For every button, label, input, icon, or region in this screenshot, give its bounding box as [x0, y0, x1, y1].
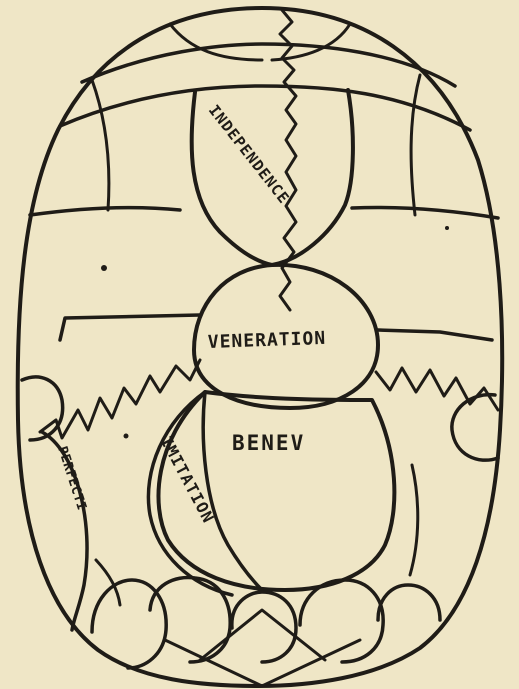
independence-label: INDEPENDENCE	[205, 101, 293, 207]
perfection-label: PERFECTI	[54, 445, 89, 513]
top-arc-inner	[60, 86, 470, 130]
mid-band-left	[60, 315, 200, 340]
veneration-label: VENERATION	[207, 328, 326, 353]
upper-right-arc	[411, 75, 420, 215]
benevolence-label: BENEV	[232, 431, 305, 455]
mid-band-right	[378, 330, 492, 340]
right-divider	[410, 465, 418, 575]
imitation-divider-inner	[203, 392, 262, 590]
top-small-arc-left	[170, 24, 262, 60]
bottom-cross-lines	[165, 610, 360, 686]
right-temple-region	[452, 395, 498, 461]
bottom-lobe-5	[378, 585, 440, 620]
ink-dot-lower-left	[124, 434, 129, 439]
suture-right	[376, 368, 498, 410]
upper-left-arc	[92, 80, 109, 210]
upper-band-left	[30, 208, 180, 215]
upper-band-right	[352, 207, 498, 218]
ink-dot-right	[445, 226, 449, 230]
ink-dot-left	[101, 265, 107, 271]
